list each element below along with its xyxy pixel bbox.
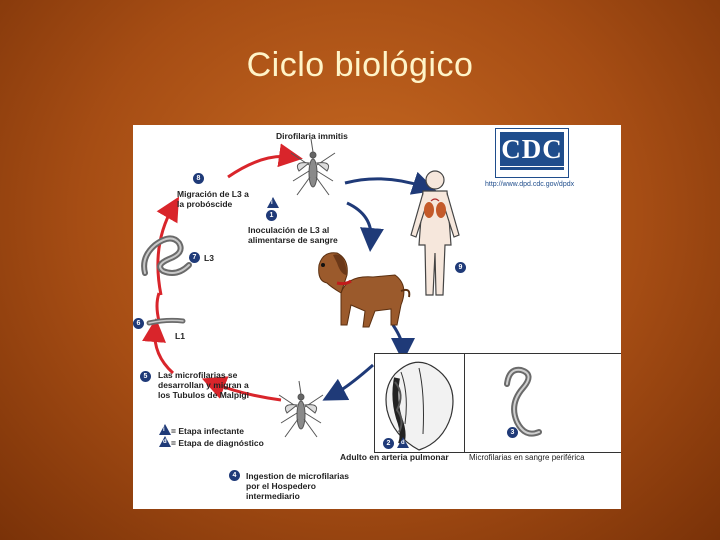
legend-infective-icon: i: [159, 424, 171, 435]
cdc-url: http://www.dpd.cdc.gov/dpdx: [485, 181, 575, 188]
step-6-badge: 6: [133, 318, 144, 329]
infective-stage-icon: i: [267, 197, 279, 208]
legend-infective-label: = Etapa infectante: [171, 426, 244, 436]
step-8-label: Migración de L3 a la probóscide: [177, 189, 249, 209]
arrow-1-to-human: [344, 171, 437, 195]
legend-infective-letter: i: [163, 427, 165, 433]
step-5-badge: 5: [140, 371, 151, 382]
step-4-badge: 4: [229, 470, 240, 481]
larva-l1-icon: [146, 317, 186, 326]
step-7-label: L3: [204, 253, 214, 263]
diagnostic-stage-icon: d: [397, 437, 409, 448]
step-2-label: Adulto en arteria pulmonar: [340, 452, 449, 462]
step-1-badge: 1: [266, 210, 277, 221]
mosquito-top-icon: [290, 138, 336, 196]
step-9-badge: 9: [455, 262, 466, 273]
cdc-logo-bar: [500, 167, 564, 170]
heart-inset: [374, 353, 466, 453]
cdc-logo: CDC: [495, 128, 569, 178]
dog-icon: [318, 252, 411, 328]
microfilaria-inset: [464, 353, 621, 453]
arrow-1-to-dog: [346, 201, 384, 252]
arrow-7-to-8: [156, 196, 180, 296]
arrow-8-to-1: [227, 143, 303, 179]
step-5-label: Las microfilarias se desarrollan y migra…: [158, 370, 249, 400]
step-3-badge: 3: [507, 427, 518, 438]
lifecycle-diagram: CDC http://www.dpd.cdc.gov/dpdx Dirofila…: [133, 125, 621, 509]
step-7-badge: 7: [189, 252, 200, 263]
legend-diagnostic-letter: d: [163, 439, 167, 445]
step-3-label: Microfilarias en sangre periférica: [469, 453, 585, 462]
step-6-label: L1: [175, 331, 185, 341]
arrow-4-to-5: [201, 376, 282, 402]
arrow-3-to-4: [322, 363, 374, 401]
legend-diagnostic-icon: d: [159, 436, 171, 447]
step-1-label: Inoculación de L3 al alimentarse de sang…: [248, 225, 338, 245]
step-2-badge: 2: [383, 438, 394, 449]
infective-stage-letter: i: [271, 200, 273, 206]
arrow-5-to-6: [142, 318, 175, 375]
species-label: Dirofilaria immitis: [276, 131, 348, 141]
step-4-label: Ingestion de microfilarias por el Hosped…: [246, 471, 349, 501]
heart-icon: [385, 361, 454, 451]
slide-title: Ciclo biológico: [246, 46, 474, 84]
arrow-6-to-7: [155, 292, 161, 322]
cdc-logo-text: CDC: [500, 132, 564, 166]
arrow-dog-to-adult: [390, 324, 415, 362]
larva-l3-icon: [141, 235, 192, 276]
human-figure-icon: [410, 170, 460, 296]
diagram-graphics: [141, 138, 460, 438]
mosquito-bottom-icon: [278, 380, 324, 438]
microfilaria-icon: [504, 366, 542, 437]
diagnostic-stage-letter: d: [401, 440, 405, 446]
step-8-badge: 8: [193, 173, 204, 184]
legend-diagnostic-label: = Etapa de diagnóstico: [171, 438, 264, 448]
